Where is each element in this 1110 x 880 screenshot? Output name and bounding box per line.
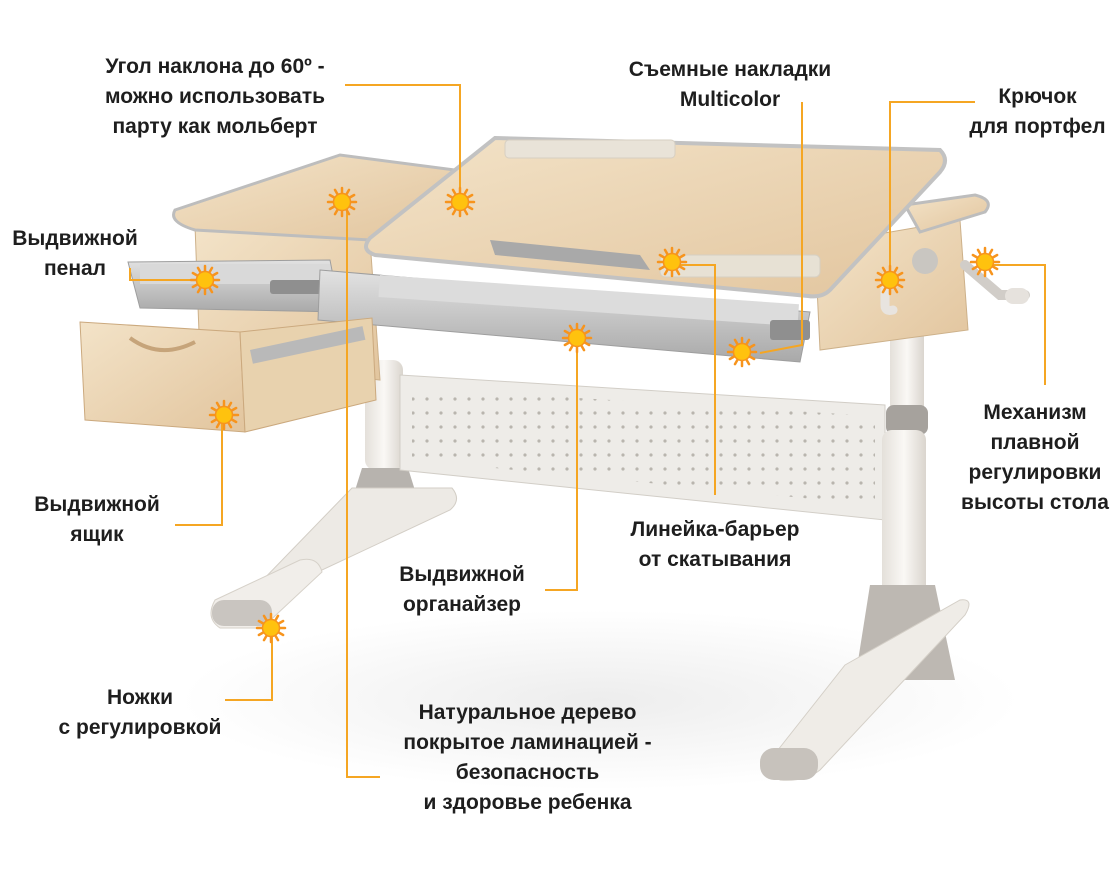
- bag-hook: [880, 275, 898, 315]
- sun-marker-drawer: [208, 399, 240, 431]
- tilting-top: [364, 135, 947, 299]
- sun-marker-wood: [326, 186, 358, 218]
- sun-marker-height-mechanism: [969, 246, 1001, 278]
- sun-marker-tilt: [444, 186, 476, 218]
- callout-label-overlays: Съемные накладки Multicolor: [628, 58, 832, 111]
- callout-label-tilt: Угол наклона до 60º - можно использовать…: [104, 55, 326, 138]
- callout-label-pencil-case: Выдвижной пенал: [12, 227, 138, 280]
- callout-label-drawer: Выдвижной ящик: [34, 493, 160, 546]
- sun-marker-legs: [255, 612, 287, 644]
- modesty-panel: [399, 374, 886, 521]
- callout-markers: [189, 186, 1001, 644]
- sun-marker-pencil-case: [189, 264, 221, 296]
- callout-label-legs: Ножки с регулировкой: [58, 686, 222, 739]
- sun-marker-hook: [874, 264, 906, 296]
- callout-label-barrier: Линейка-барьер от скатывания: [630, 518, 800, 571]
- sun-marker-overlays: [726, 336, 758, 368]
- icon-strip-front: [659, 254, 821, 278]
- right-fixed-strip: [902, 193, 990, 234]
- pencil-tray: [127, 259, 341, 313]
- icon-strip: [504, 139, 676, 159]
- sun-marker-organizer: [561, 322, 593, 354]
- callout-label-organizer: Выдвижной органайзер: [399, 563, 525, 616]
- callout-label-hook: Крючок для портфел: [969, 85, 1106, 138]
- wooden-drawer: [79, 317, 377, 433]
- callout-label-height-mechanism: Механизм плавной регулировки высоты стол…: [961, 401, 1109, 514]
- callout-label-wood: Натуральное дерево покрытое ламинацией -…: [403, 701, 652, 814]
- height-crank: [960, 260, 1030, 304]
- organizer-tray: [317, 269, 811, 363]
- anti-roll-barrier: [490, 240, 650, 270]
- sun-marker-barrier: [656, 246, 688, 278]
